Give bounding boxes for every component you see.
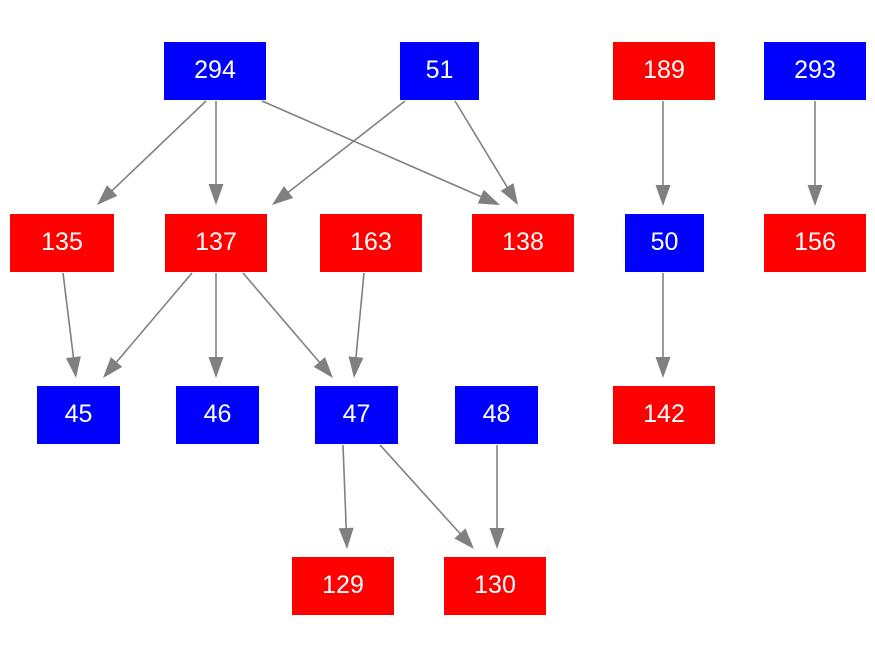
graph-node-label: 51	[425, 55, 454, 84]
graph-node-294[interactable]: 294	[164, 42, 266, 100]
graph-edge-135-to-45	[62, 272, 81, 378]
graph-node-163[interactable]: 163	[320, 214, 422, 272]
graph-node-label: 137	[195, 227, 237, 256]
graph-node-47[interactable]: 47	[315, 386, 398, 444]
graph-node-label: 138	[502, 227, 544, 256]
graph-edge-50-to-142	[655, 273, 671, 378]
graph-node-label: 163	[350, 227, 392, 256]
graph-node-46[interactable]: 46	[176, 386, 259, 444]
graph-node-137[interactable]: 137	[165, 214, 267, 272]
graph-edge-51-to-137	[272, 100, 406, 205]
graph-node-142[interactable]: 142	[613, 386, 715, 444]
graph-node-label: 189	[643, 55, 685, 84]
graph-node-label: 293	[794, 55, 836, 84]
graph-edge-137-to-45	[103, 272, 193, 378]
graph-edge-294-to-137	[208, 101, 224, 205]
graph-node-138[interactable]: 138	[472, 214, 574, 272]
graph-edge-294-to-138	[261, 100, 500, 205]
graph-edge-51-to-138	[454, 100, 518, 205]
graph-edge-137-to-46	[208, 273, 224, 378]
graph-node-label: 142	[643, 399, 685, 428]
graph-edge-137-to-47	[242, 272, 333, 378]
graph-node-label: 294	[194, 55, 236, 84]
graph-node-label: 156	[794, 227, 836, 256]
graph-node-48[interactable]: 48	[455, 386, 538, 444]
graph-node-label: 45	[64, 399, 93, 428]
graph-node-51[interactable]: 51	[400, 42, 479, 100]
graph-node-45[interactable]: 45	[37, 386, 120, 444]
graph-node-293[interactable]: 293	[764, 42, 866, 100]
graph-node-label: 46	[203, 399, 232, 428]
graph-node-130[interactable]: 130	[444, 557, 546, 615]
graph-node-129[interactable]: 129	[292, 557, 394, 615]
graph-node-label: 130	[474, 570, 516, 599]
graph-node-189[interactable]: 189	[613, 42, 715, 100]
graph-node-label: 129	[322, 570, 364, 599]
graph-edge-293-to-156	[807, 101, 823, 206]
graph-node-135[interactable]: 135	[10, 214, 114, 272]
graph-node-label: 48	[482, 399, 511, 428]
graph-node-label: 47	[342, 399, 371, 428]
graph-edge-48-to-130	[489, 445, 505, 549]
graph-edge-294-to-135	[97, 100, 207, 205]
graph-node-label: 50	[650, 227, 679, 256]
graph-edge-47-to-130	[379, 444, 474, 549]
graph-node-label: 135	[41, 227, 83, 256]
graph-edge-189-to-50	[655, 101, 671, 206]
graph-edge-47-to-129	[338, 444, 354, 549]
graph-node-50[interactable]: 50	[625, 214, 704, 272]
graph-edge-163-to-47	[348, 272, 365, 378]
graph-node-156[interactable]: 156	[764, 214, 866, 272]
